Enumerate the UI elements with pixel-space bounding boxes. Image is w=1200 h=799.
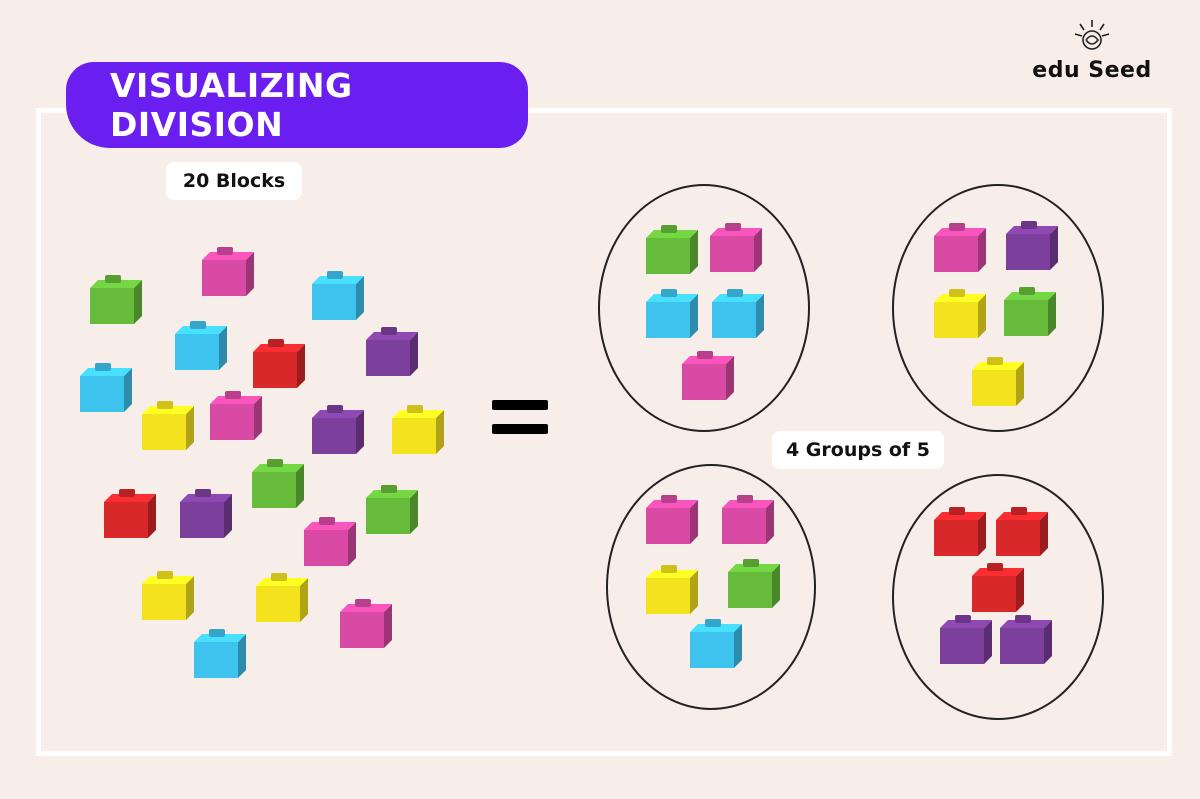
blocks-count-label: 20 Blocks <box>166 162 302 200</box>
equals-bar-top <box>492 400 548 410</box>
title-banner: VISUALIZING DIVISION <box>66 62 528 148</box>
seed-sun-icon <box>1074 20 1110 50</box>
group-4-ellipse <box>892 474 1104 720</box>
group-2-ellipse <box>892 184 1104 432</box>
group-3-ellipse <box>606 464 816 710</box>
group-1-ellipse <box>598 184 810 432</box>
equals-bar-bottom <box>492 424 548 434</box>
logo-text: edu Seed <box>1032 58 1152 83</box>
groups-label: 4 Groups of 5 <box>772 431 944 469</box>
edu-seed-logo: edu Seed <box>1022 18 1162 88</box>
page-title: VISUALIZING DIVISION <box>110 66 353 144</box>
content-frame <box>36 108 1172 756</box>
equals-sign <box>492 396 548 440</box>
